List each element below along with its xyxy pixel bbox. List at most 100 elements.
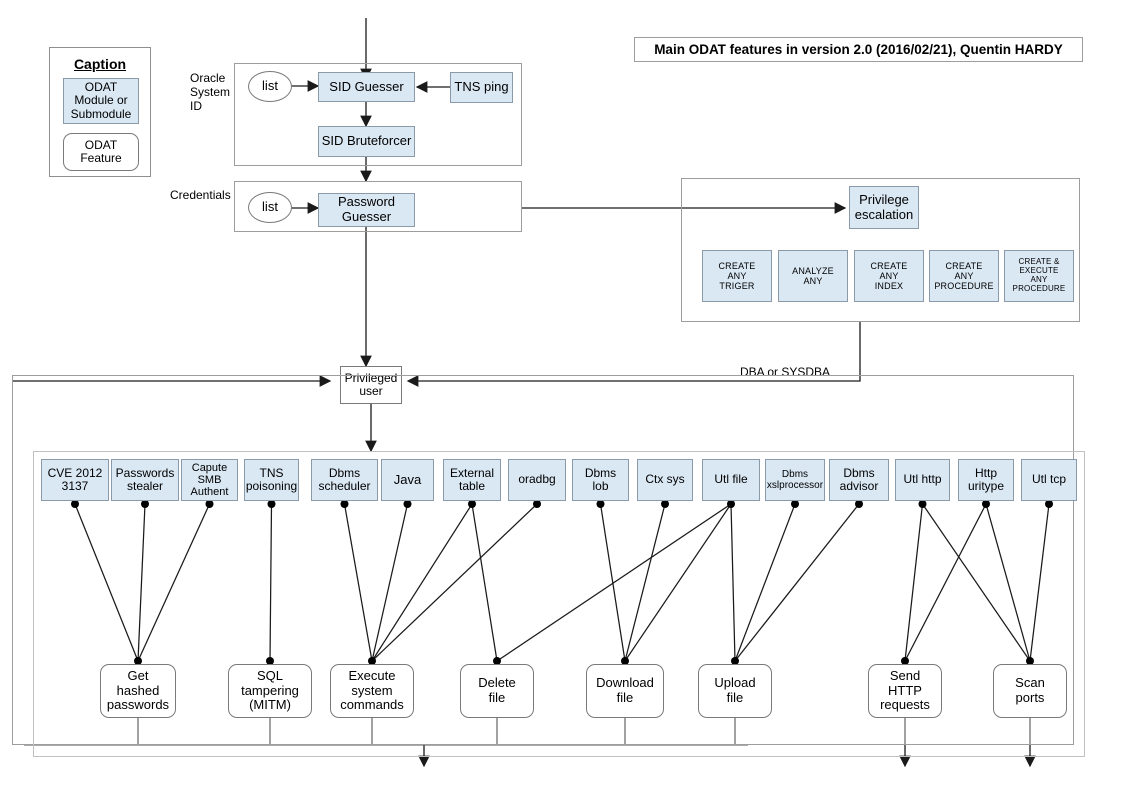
module-java[interactable]: Java bbox=[381, 459, 434, 501]
module-utl-tcp[interactable]: Utl tcp bbox=[1021, 459, 1077, 501]
credentials-list-label: list bbox=[262, 199, 278, 215]
priv0-line2: TRIGER bbox=[719, 281, 755, 292]
module-tns-ping-label: TNS ping bbox=[454, 79, 509, 95]
privilege-escalation-frame bbox=[681, 178, 1080, 322]
feature-sql-tampering-mitm-line-0: SQL tampering bbox=[241, 668, 299, 698]
priv4-line3: PROCEDURE bbox=[1012, 283, 1066, 293]
module-dbms-xslprocessor-line-0: Dbms bbox=[781, 468, 809, 480]
modules-features-frame bbox=[33, 451, 1085, 757]
submodule-create-any-triger[interactable]: CREATE ANY TRIGER bbox=[702, 250, 772, 302]
caption-heading: Caption bbox=[73, 56, 127, 72]
group-label-oracle-system-id: Oracle System ID bbox=[190, 71, 250, 113]
module-capute-smb-authent-line-1: SMB bbox=[197, 473, 222, 486]
privileged-user-line-0: Privileged bbox=[344, 370, 398, 385]
module-ctx-sys[interactable]: Ctx sys bbox=[637, 459, 693, 501]
caption-module-line-0: ODAT bbox=[84, 79, 118, 94]
caption-feature-line-1: Feature bbox=[80, 151, 122, 165]
module-cve-2012-3137-line-1: 3137 bbox=[61, 479, 89, 493]
module-sid-guesser-label: SID Guesser bbox=[329, 78, 404, 94]
caption-module-line-2: Submodule bbox=[70, 106, 132, 121]
submodule-analyze-any[interactable]: ANALYZE ANY bbox=[778, 250, 848, 302]
feature-scan-ports-line-0: Scan bbox=[1015, 675, 1045, 691]
priv0-line1: ANY bbox=[727, 270, 747, 281]
privileged-user-line-1: user bbox=[359, 384, 383, 398]
priv3-line1: ANY bbox=[954, 270, 974, 281]
priv4-line2: ANY bbox=[1030, 275, 1048, 284]
submodule-create-any-procedure[interactable]: CREATE ANY PROCEDURE bbox=[929, 250, 999, 302]
module-dbms-lob-line-1: lob bbox=[592, 479, 609, 493]
module-dbms-lob-line-0: Dbms bbox=[584, 465, 617, 480]
feature-send-http-requests-line-1: HTTP bbox=[888, 682, 922, 698]
feature-delete-file-line-0: Delete bbox=[478, 675, 516, 691]
module-utl-file-line-0: Utl file bbox=[714, 472, 748, 487]
module-external-table-line-1: table bbox=[458, 479, 486, 493]
module-utl-http[interactable]: Utl http bbox=[895, 459, 950, 501]
priv2-line0: CREATE bbox=[870, 260, 908, 271]
module-java-line-0: Java bbox=[393, 471, 422, 487]
feature-upload-file-line-0: Upload bbox=[714, 675, 756, 691]
module-privilege-escalation[interactable]: Privilege escalation bbox=[849, 186, 919, 229]
module-utl-file[interactable]: Utl file bbox=[702, 459, 760, 501]
privilege-escalation-line-0: Privilege bbox=[859, 191, 909, 207]
page-title-text: Main ODAT features in version 2.0 (2016/… bbox=[654, 42, 1063, 57]
module-password-guesser[interactable]: Password Guesser bbox=[318, 193, 415, 227]
module-dbms-scheduler-line-0: Dbms bbox=[328, 465, 361, 480]
feature-sql-tampering-mitm[interactable]: SQL tampering(MITM) bbox=[228, 664, 312, 718]
module-http-uritype-line-1: uritype bbox=[967, 479, 1005, 493]
feature-delete-file-line-1: file bbox=[488, 690, 506, 705]
submodule-create-any-index[interactable]: CREATE ANY INDEX bbox=[854, 250, 924, 302]
module-sid-guesser[interactable]: SID Guesser bbox=[318, 72, 415, 102]
feature-execute-system-commands-line-2: commands bbox=[340, 697, 404, 713]
password-guesser-line-0: Password bbox=[337, 194, 396, 210]
privileged-user-box: Privileged user bbox=[340, 366, 402, 404]
caption-module-line-1: Module or bbox=[74, 93, 128, 108]
module-tns-ping[interactable]: TNS ping bbox=[450, 72, 513, 103]
feature-scan-ports-line-1: ports bbox=[1015, 690, 1045, 705]
sid-list-label: list bbox=[262, 78, 278, 94]
module-cve-2012-3137-line-0: CVE 2012 bbox=[47, 465, 103, 480]
module-capute-smb-authent-line-0: Capute bbox=[191, 461, 228, 474]
priv1-line1: ANY bbox=[803, 276, 823, 286]
priv2-line2: INDEX bbox=[874, 281, 904, 292]
oracle-label-line-2: ID bbox=[190, 98, 202, 113]
group-label-credentials: Credentials bbox=[170, 188, 240, 203]
priv2-line1: ANY bbox=[879, 270, 899, 281]
module-oradbg[interactable]: oradbg bbox=[508, 459, 566, 501]
privileged-scope-frame bbox=[12, 375, 1074, 745]
module-ctx-sys-line-0: Ctx sys bbox=[645, 472, 685, 487]
module-sid-bruteforcer[interactable]: SID Bruteforcer bbox=[318, 126, 415, 157]
password-guesser-line-1: Guesser bbox=[341, 209, 392, 224]
module-dbms-advisor-line-0: Dbms bbox=[843, 465, 875, 480]
module-external-table-line-0: External bbox=[449, 465, 495, 480]
feature-execute-system-commands-line-0: Execute bbox=[348, 668, 396, 684]
feature-upload-file-line-1: file bbox=[726, 690, 744, 705]
module-tns-poisoning-line-0: TNS bbox=[259, 465, 284, 480]
module-passwords-stealer-line-1: stealer bbox=[126, 479, 164, 493]
feature-send-http-requests-line-0: Send bbox=[889, 668, 921, 684]
oracle-label-line-0: Oracle bbox=[190, 71, 226, 85]
submodule-create-execute-any-procedure[interactable]: CREATE & EXECUTE ANY PROCEDURE bbox=[1004, 250, 1074, 302]
priv3-line0: CREATE bbox=[945, 260, 983, 271]
module-sid-bruteforcer-label: SID Bruteforcer bbox=[321, 133, 412, 149]
page-title: Main ODAT features in version 2.0 (2016/… bbox=[634, 37, 1083, 62]
module-utl-tcp-line-0: Utl tcp bbox=[1031, 472, 1066, 487]
module-oradbg-line-0: oradbg bbox=[518, 472, 556, 487]
